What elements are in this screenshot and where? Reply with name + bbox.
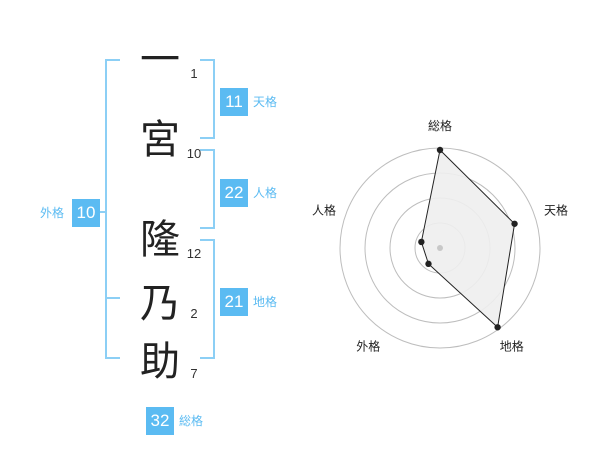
radar-axis-label: 地格 (500, 339, 524, 354)
jinkaku-value: 22 (220, 179, 248, 207)
name-char-1: 一 (140, 37, 180, 83)
tenkaku-bracket (200, 59, 215, 139)
name-char-2: 宮 (140, 117, 180, 163)
radar-point (436, 146, 444, 154)
chikaku-value: 21 (220, 288, 248, 316)
radar-axis-label: 総格 (428, 118, 452, 133)
name-char-4: 乃 (140, 281, 180, 327)
radar-axis-label: 外格 (356, 339, 380, 354)
stroke-count-3: 12 (186, 246, 202, 261)
chikaku-label: 地格 (253, 295, 278, 309)
name-char-5: 助 (140, 339, 180, 385)
radar-point (418, 238, 425, 246)
gaikaku-bracket (105, 59, 120, 359)
stroke-count-2: 10 (186, 146, 202, 161)
gaikaku-value: 10 (72, 199, 100, 227)
radar-center (437, 245, 443, 251)
stroke-count-1: 1 (190, 66, 198, 81)
soukaku-value: 32 (146, 407, 174, 435)
radar-axis-label: 人格 (312, 202, 336, 217)
radar-series-area (420, 148, 516, 329)
jinkaku-label: 人格 (253, 186, 278, 200)
tenkaku-value: 11 (220, 88, 248, 116)
gaikaku-label: 外格 (40, 206, 65, 220)
stroke-count-5: 7 (190, 366, 198, 381)
radar-point (511, 220, 518, 227)
soukaku-label: 総格 (179, 414, 204, 428)
tenkaku-label: 天格 (253, 95, 278, 109)
name-char-3: 隆 (140, 217, 180, 263)
jinkaku-bracket (200, 149, 215, 229)
radar-axis-label: 天格 (544, 202, 568, 217)
radar-point (425, 260, 432, 268)
radar-point (494, 324, 501, 331)
stroke-count-4: 2 (190, 306, 198, 321)
chikaku-bracket (200, 239, 215, 359)
